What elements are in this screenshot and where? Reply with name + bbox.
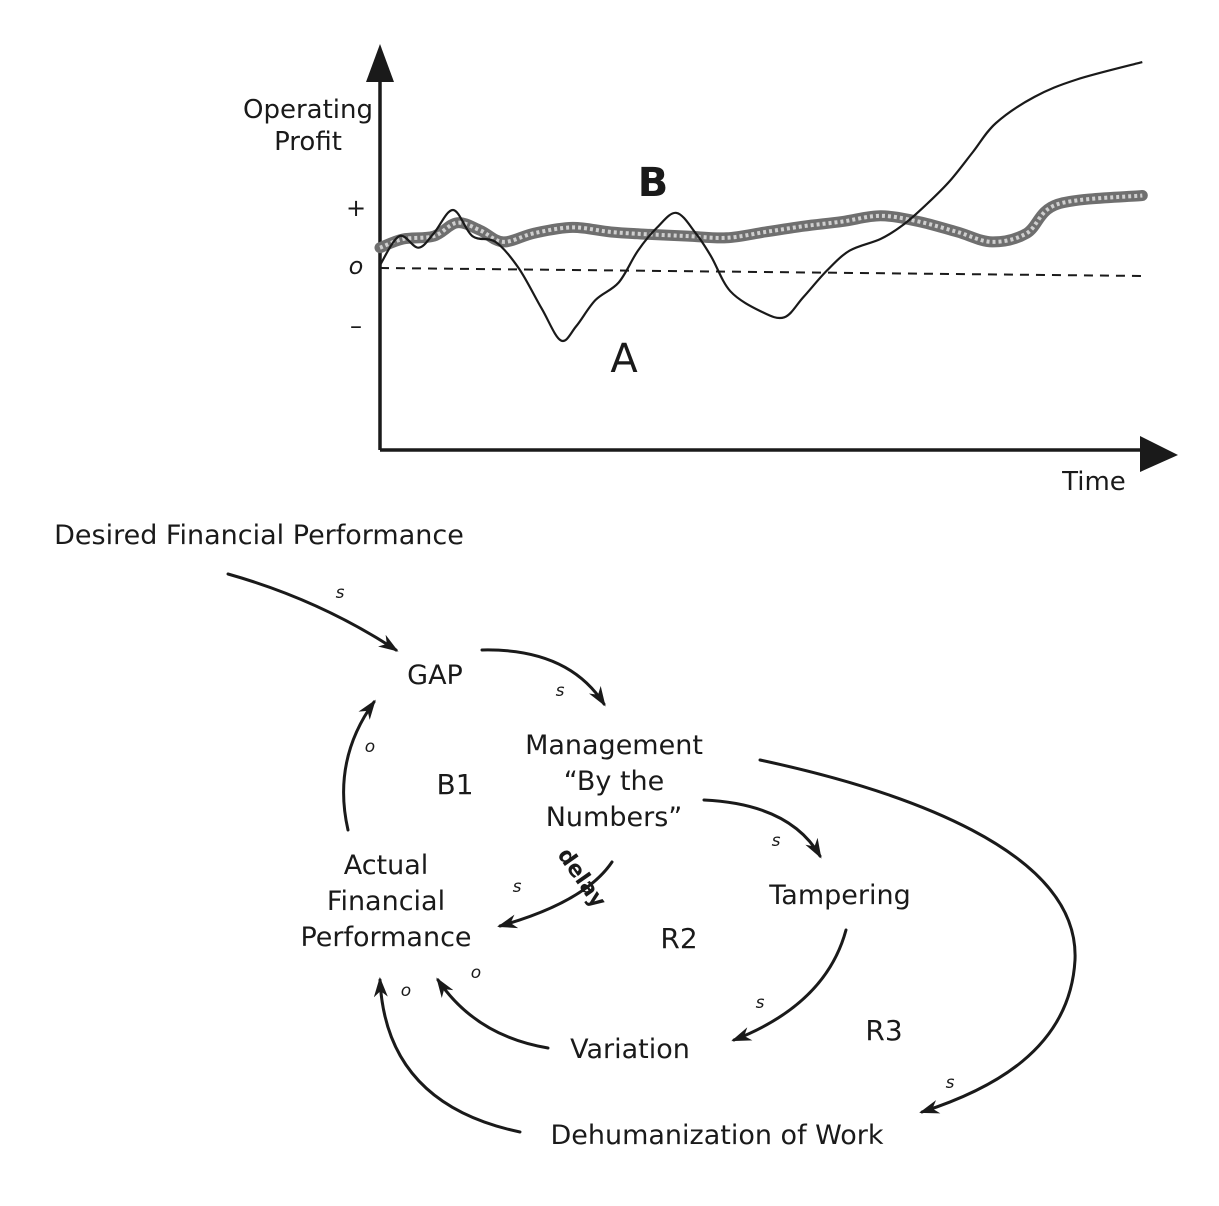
edge-management-to-actual (497, 860, 614, 929)
series-a-label: A (610, 336, 638, 382)
polarity-actual-to-gap: o (365, 737, 375, 757)
edge-management-to-tampering (702, 798, 822, 859)
edge-dehumanization-to-actual (373, 977, 522, 1134)
y-tick-minus: – (350, 312, 362, 340)
polarity-management-to-dehumanization: s (946, 1073, 955, 1093)
polarity-dehumanization-to-actual: o (401, 981, 411, 1001)
series-b-texture (379, 193, 1143, 250)
node-actual-line-2: Financial (327, 886, 445, 917)
node-actual-line-3: Performance (300, 922, 471, 953)
polarity-variation-to-actual: o (471, 963, 481, 983)
operating-profit-chart: Operating Profit Time + o – B A (243, 44, 1178, 497)
causal-loop-diagram: Desired Financial Performance GAP Manage… (54, 520, 1077, 1151)
loop-label-r3: R3 (865, 1014, 902, 1047)
node-actual-financial-performance: Actual Financial Performance (300, 850, 471, 953)
y-tick-plus: + (346, 194, 366, 222)
series-a-line (379, 61, 1143, 343)
node-management-line-2: “By the (564, 766, 665, 797)
polarity-gap-to-management: s (556, 681, 565, 701)
node-dehumanization-of-work: Dehumanization of Work (550, 1120, 883, 1151)
series-b-label: B (638, 160, 669, 206)
node-management-line-1: Management (525, 730, 703, 761)
y-axis-label-line-2: Profit (274, 127, 342, 157)
series-b-line (374, 190, 1148, 254)
x-axis-arrowhead (1140, 436, 1178, 472)
edge-tampering-to-variation (731, 928, 848, 1042)
y-tick-zero: o (349, 252, 364, 280)
loop-label-b1: B1 (436, 768, 473, 801)
zero-baseline (379, 267, 1146, 277)
edge-gap-to-management (480, 648, 606, 707)
node-actual-line-1: Actual (344, 850, 429, 881)
y-axis-label-line-1: Operating (243, 95, 373, 125)
node-desired-financial-performance: Desired Financial Performance (54, 520, 464, 551)
polarity-management-to-tampering: s (772, 831, 781, 851)
edge-variation-to-actual (436, 977, 550, 1050)
polarity-management-to-actual: s (513, 877, 522, 897)
edge-management-to-dehumanization (758, 758, 1077, 1114)
node-variation: Variation (570, 1034, 690, 1065)
edge-actual-to-gap (342, 699, 376, 832)
edge-desired-to-gap (226, 572, 399, 652)
node-management-by-the-numbers: Management “By the Numbers” (525, 730, 703, 833)
node-gap: GAP (407, 660, 463, 691)
polarity-desired-to-gap: s (336, 583, 345, 603)
polarity-tampering-to-variation: s (756, 993, 765, 1013)
y-axis-arrowhead (366, 44, 394, 82)
node-tampering: Tampering (768, 880, 910, 911)
loop-label-r2: R2 (660, 922, 697, 955)
x-axis-label: Time (1061, 467, 1126, 497)
node-management-line-3: Numbers” (546, 802, 683, 833)
